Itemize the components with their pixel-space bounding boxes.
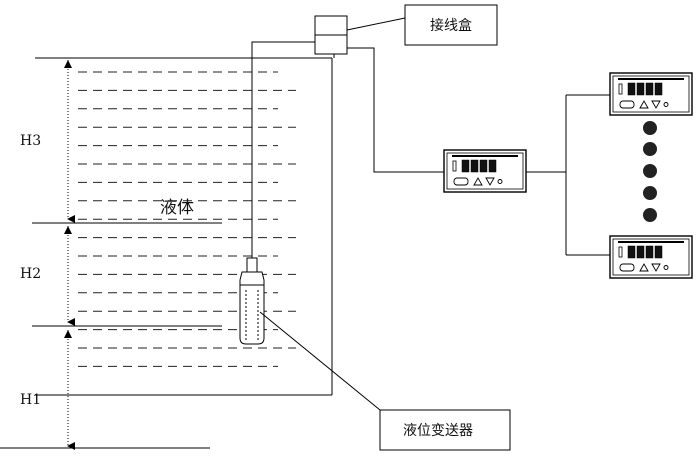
display-digit — [636, 82, 645, 96]
label-h1: H1 — [20, 392, 41, 408]
up-arrow-icon — [473, 177, 483, 186]
dimension-arrow-tails — [64, 60, 72, 338]
display-digit — [479, 159, 488, 173]
up-arrow-icon — [639, 263, 649, 272]
indicator-icon — [618, 83, 623, 95]
level-transmitter-probe — [239, 257, 265, 345]
display-digit — [627, 245, 636, 259]
set-button-icon — [497, 179, 503, 184]
junction-box — [314, 15, 348, 55]
display-digit — [645, 82, 654, 96]
indicator-icon — [452, 160, 457, 172]
display-digit — [461, 159, 470, 173]
label-h3: H3 — [20, 133, 41, 149]
arrow-head-h2-top — [64, 226, 72, 234]
controllers — [443, 72, 693, 279]
arrow-head-h1-top — [64, 330, 72, 338]
display-digit — [636, 245, 645, 259]
label-liquid: 液体 — [160, 198, 194, 218]
dot — [643, 208, 657, 222]
mode-button-icon — [619, 100, 635, 109]
controller-bezel — [612, 238, 690, 276]
digital-controller-icon — [609, 72, 693, 116]
tank — [0, 57, 333, 449]
display-digit — [470, 159, 479, 173]
label-level-transmitter: 液位变送器 — [403, 423, 473, 439]
indicator-icon — [618, 246, 623, 258]
mode-button-icon — [619, 263, 635, 272]
set-button-icon — [663, 265, 669, 270]
display-digit — [654, 245, 663, 259]
wire-junction-to-controller — [347, 47, 444, 173]
label-h2: H2 — [20, 266, 41, 282]
display-digit — [627, 82, 636, 96]
callout-level-transmitter: 液位变送器 — [379, 409, 511, 451]
digital-controller-icon — [443, 149, 527, 193]
submersible-probe-icon — [239, 271, 265, 345]
probe-cable — [251, 41, 315, 258]
callout-box-transmitter — [379, 409, 511, 451]
callout-box-junction — [404, 4, 498, 46]
down-arrow-icon — [485, 177, 495, 186]
down-arrow-icon — [651, 263, 661, 272]
digital-controller-icon — [609, 235, 693, 279]
display-digit — [645, 245, 654, 259]
signal-wiring — [333, 47, 610, 256]
probe-neck — [246, 257, 258, 273]
vertical-dots-icon — [643, 121, 657, 222]
set-button-icon — [663, 102, 669, 107]
down-arrow-icon — [651, 100, 661, 109]
up-arrow-icon — [639, 100, 649, 109]
controller-bezel — [612, 75, 690, 113]
arrow-head-h3-top — [64, 60, 72, 68]
leader-line-junction — [346, 17, 406, 31]
leader-line-transmitter — [259, 311, 381, 411]
dot — [643, 142, 657, 156]
mode-button-icon — [453, 177, 469, 186]
cable-to-probe — [251, 41, 315, 258]
label-junction-box: 接线盒 — [430, 17, 472, 34]
display-digit — [654, 82, 663, 96]
callout-junction-box: 接线盒 — [404, 4, 498, 46]
dot — [643, 164, 657, 178]
dot — [643, 186, 657, 200]
controller-bezel — [446, 152, 524, 190]
display-digit — [488, 159, 497, 173]
dot — [643, 121, 657, 135]
